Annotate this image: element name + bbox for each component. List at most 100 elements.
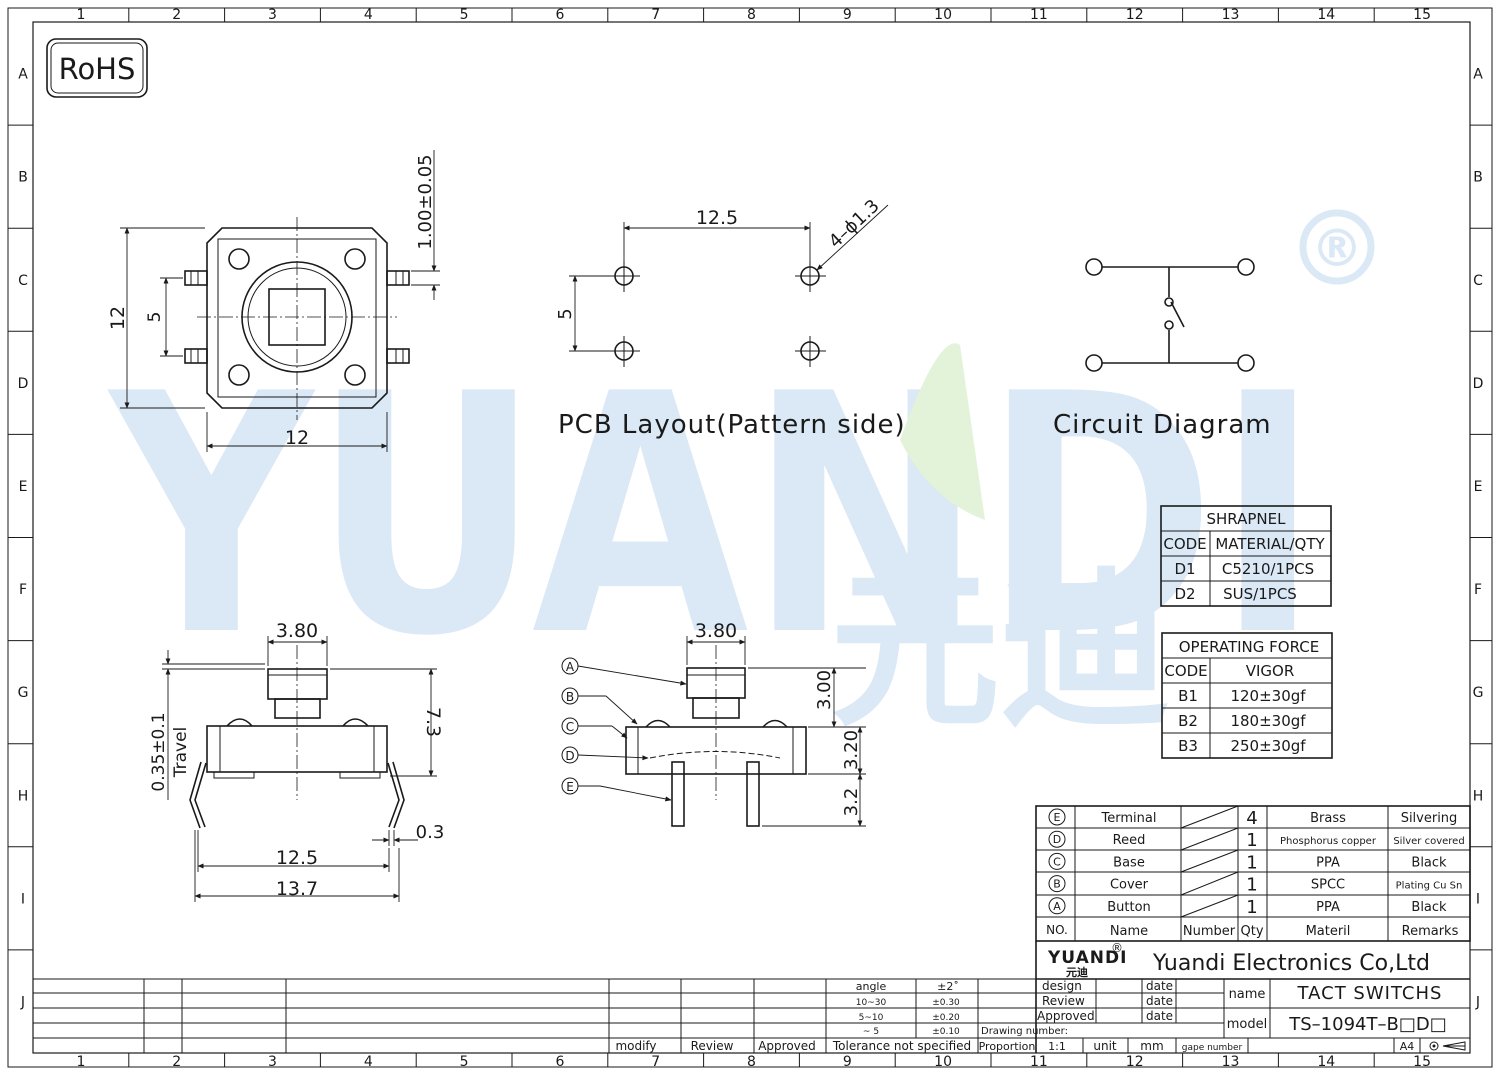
column-number-bottom: 6 <box>555 1054 564 1070</box>
bom-name: Cover <box>1110 878 1149 893</box>
bom-no: B <box>1053 878 1061 891</box>
svg-text:Name: Name <box>1110 924 1148 939</box>
company-logo: YUANDI <box>1047 948 1127 968</box>
watermark-registered-icon <box>1299 209 1375 285</box>
svg-text:CODE: CODE <box>1163 535 1206 553</box>
row-letter-left: D <box>18 376 29 392</box>
svg-text:B3: B3 <box>1178 737 1198 755</box>
company-name: Yuandi Electronics Co,Ltd <box>1152 951 1430 976</box>
rohs-label: RoHS <box>59 52 136 86</box>
row-letter-left: F <box>19 582 27 598</box>
svg-text:NO.: NO. <box>1046 923 1068 937</box>
side-button-dim: 3.80 <box>276 620 318 642</box>
circuit-diagram: Circuit Diagram <box>1053 258 1271 440</box>
svg-text:gape number: gape number <box>1182 1043 1243 1053</box>
row-letter-left: C <box>18 273 28 289</box>
svg-text:unit: unit <box>1093 1039 1117 1053</box>
column-number-bottom: 7 <box>651 1054 660 1070</box>
row-letter-right: G <box>1473 685 1484 701</box>
watermark-leaf-icon <box>900 343 985 520</box>
shrapnel-table: SHRAPNEL CODE MATERIAL/QTY D1 C5210/1PCS… <box>1160 505 1332 607</box>
row-letter-right: D <box>1473 376 1484 392</box>
svg-text:date: date <box>1146 1009 1173 1023</box>
svg-text:CODE: CODE <box>1164 662 1207 680</box>
bom-qty: 1 <box>1246 852 1257 873</box>
model-number: TS–1094T–B□D□ <box>1288 1014 1446 1035</box>
top-pitch-dim: 5 <box>145 312 165 323</box>
svg-text:SUS/1PCS: SUS/1PCS <box>1223 585 1297 603</box>
row-letter-left: I <box>21 891 25 907</box>
row-letter-right: H <box>1473 788 1484 804</box>
column-number-bottom: 4 <box>364 1054 373 1070</box>
row-letter-left: J <box>20 994 25 1010</box>
column-number-bottom: 2 <box>172 1054 181 1070</box>
row-letter-left: E <box>19 479 28 495</box>
section-body-height-dim: 3.20 <box>841 730 862 770</box>
svg-text:250±30gf: 250±30gf <box>1230 737 1306 755</box>
svg-text:date: date <box>1146 979 1173 993</box>
rohs-badge: RoHS <box>46 38 148 98</box>
svg-text:±2˚: ±2˚ <box>937 980 959 993</box>
company-logo-cn: 元迪 <box>1066 965 1088 979</box>
watermark-chinese: 元迪 <box>830 553 1170 751</box>
side-lead-dim: 0.3 <box>416 822 445 843</box>
column-number-bottom: 1 <box>76 1054 85 1070</box>
column-number-top: 4 <box>364 7 373 23</box>
svg-text:180±30gf: 180±30gf <box>1230 712 1306 730</box>
svg-text:120±30gf: 120±30gf <box>1230 687 1306 705</box>
column-number-bottom: 15 <box>1413 1054 1431 1070</box>
bom-name: Base <box>1113 855 1145 870</box>
svg-text:±0.20: ±0.20 <box>932 1013 960 1023</box>
bom-no: D <box>1053 833 1061 846</box>
bom-callout-circle <box>1048 808 1066 826</box>
column-number-top: 7 <box>651 7 660 23</box>
svg-text:Review: Review <box>1042 994 1085 1008</box>
side-travel-label: Travel <box>171 727 191 779</box>
svg-text:Number: Number <box>1183 924 1236 939</box>
watermark-registered: ® <box>1311 219 1363 279</box>
row-letter-right: C <box>1473 273 1483 289</box>
bom-callout-circle <box>1048 830 1066 848</box>
column-number-top: 11 <box>1030 7 1048 23</box>
pcb-layout-title: PCB Layout(Pattern side) <box>558 410 906 440</box>
svg-text:name: name <box>1229 987 1266 1002</box>
bom-no: E <box>1054 811 1061 824</box>
svg-text:MATERIAL/QTY: MATERIAL/QTY <box>1215 535 1325 553</box>
svg-text:mm: mm <box>1140 1039 1163 1053</box>
column-number-top: 14 <box>1317 7 1335 23</box>
svg-text:Drawing number:: Drawing number: <box>981 1026 1068 1037</box>
svg-text:VIGOR: VIGOR <box>1246 662 1295 680</box>
column-number-top: 12 <box>1126 7 1144 23</box>
bom-name: Button <box>1107 900 1151 915</box>
svg-text:D2: D2 <box>1174 585 1195 603</box>
top-width-dim: 12 <box>285 427 309 449</box>
svg-text:B1: B1 <box>1178 687 1198 705</box>
svg-text:Approved: Approved <box>1037 1009 1095 1023</box>
pcb-pitch-x-dim: 12.5 <box>696 207 738 229</box>
bom-no: A <box>1053 900 1061 913</box>
bom-callout-circle <box>1048 897 1066 915</box>
column-number-bottom: 5 <box>460 1054 469 1070</box>
bom-material: SPCC <box>1311 878 1345 893</box>
svg-text:Review: Review <box>691 1039 734 1053</box>
row-letter-right: I <box>1476 891 1480 907</box>
svg-text:Qty: Qty <box>1240 924 1263 939</box>
svg-text:modify: modify <box>615 1039 656 1053</box>
svg-text:Proportion: Proportion <box>979 1040 1036 1053</box>
svg-text:Materil: Materil <box>1306 924 1351 939</box>
bom-qty: 1 <box>1246 897 1257 918</box>
side-travel-dim: 0.35±0.1 <box>149 712 169 791</box>
bom-material: Phosphorus copper <box>1280 836 1377 847</box>
side-view: 3.80 7.3 0.35±0.1 Travel 0.3 12.5 13.7 <box>149 620 444 902</box>
column-number-top: 2 <box>172 7 181 23</box>
callout-a: A <box>566 660 575 674</box>
product-name: TACT SWITCHS <box>1297 983 1443 1004</box>
svg-text:Remarks: Remarks <box>1402 924 1459 939</box>
svg-text:OPERATING FORCE: OPERATING FORCE <box>1179 638 1320 656</box>
side-pitch-dim: 12.5 <box>276 847 318 869</box>
